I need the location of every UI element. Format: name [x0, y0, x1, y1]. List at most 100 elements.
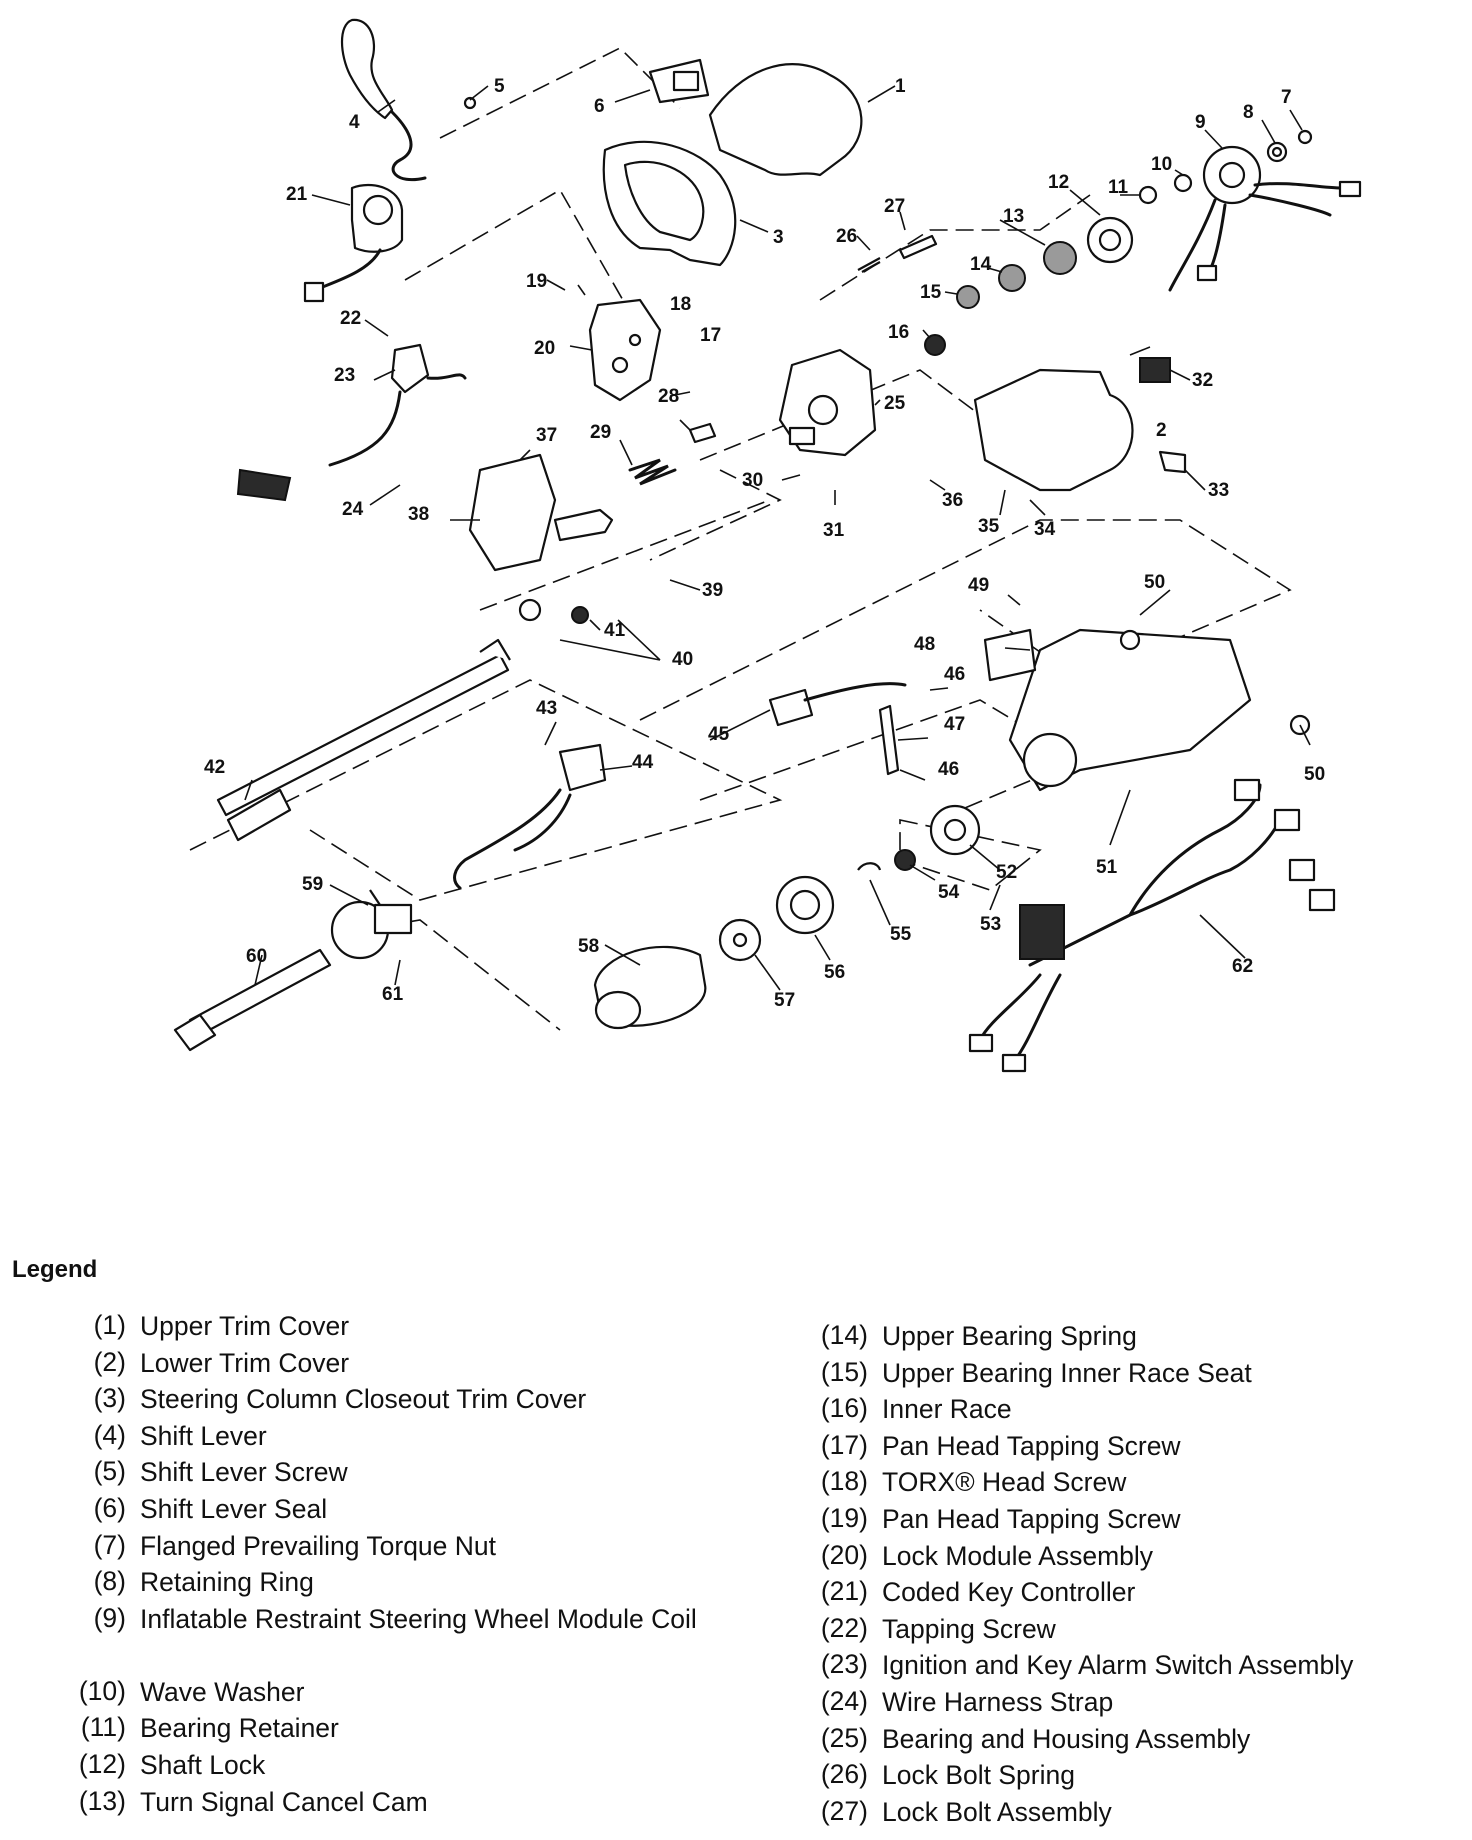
legend-item-number: (11)	[80, 1712, 126, 1743]
legend-item-name: Inner Race	[882, 1394, 1012, 1425]
legend-item-number: (4)	[93, 1419, 126, 1450]
callout-41: 41	[604, 620, 626, 641]
legend-item-name: Wave Washer	[140, 1676, 305, 1707]
callout-14: 14	[970, 254, 992, 275]
callout-17: 17	[700, 325, 721, 346]
legend-item-name: Bearing Retainer	[140, 1713, 339, 1744]
callout-13: 13	[1003, 206, 1024, 227]
callout-58: 58	[578, 936, 599, 957]
legend-item: (9) Inflatable Restraint Steering Wheel M…	[52, 1603, 700, 1676]
legend-item-name: Turn Signal Cancel Cam	[140, 1786, 428, 1817]
legend-item: (25)Bearing and Housing Assembly	[808, 1723, 1442, 1760]
part-upper-trim-cover	[708, 63, 863, 177]
legend-item-name: Shaft Lock	[140, 1749, 266, 1780]
callout-12: 12	[1048, 172, 1069, 193]
callout-24: 24	[342, 499, 364, 520]
legend-item-number: (24)	[820, 1685, 868, 1716]
legend-item-number: (27)	[820, 1795, 868, 1826]
callout-numbers: 1 2 3 4 5 6 7 8 9 10 11 12 13 14 15 16 1…	[204, 76, 1325, 1011]
legend-item-number: (3)	[93, 1383, 126, 1414]
legend-item-number: (14)	[820, 1320, 868, 1350]
legend-item: (16)Inner Race	[808, 1393, 1442, 1430]
legend-item-number: (22)	[820, 1612, 868, 1643]
callout-46b: 46	[938, 759, 959, 780]
legend-item-number: (21)	[820, 1576, 868, 1607]
legend-item: (3) Steering Column Closeout Trim Cover	[52, 1383, 700, 1420]
legend-item-number: (19)	[820, 1502, 868, 1533]
legend-item-number: (2)	[93, 1346, 126, 1377]
legend-item-name: Upper Bearing Inner Race Seat	[882, 1357, 1252, 1388]
legend-item: (27) Lock Bolt Assembly	[808, 1796, 1442, 1833]
callout-40: 40	[672, 649, 693, 670]
part-lock-module	[588, 298, 662, 402]
legend-item-name: TORX® Head Screw	[882, 1467, 1127, 1498]
legend-item-name: Bearing and Housing Assembly	[882, 1723, 1251, 1754]
part-small-clip-32-33	[1139, 357, 1187, 474]
part-bearing-housing	[778, 348, 877, 457]
callout-43: 43	[536, 698, 557, 719]
callout-6: 6	[594, 96, 605, 117]
part-bracket-48	[983, 628, 1037, 682]
callout-47: 47	[944, 714, 965, 735]
legend-item: (18)TORX® Head Screw	[808, 1466, 1442, 1503]
callout-48: 48	[914, 634, 935, 655]
callout-30: 30	[742, 470, 763, 491]
callout-2: 2	[1156, 420, 1167, 441]
callout-8: 8	[1243, 102, 1254, 123]
callout-52: 52	[996, 862, 1017, 883]
legend-item-number: (13)	[78, 1785, 126, 1816]
part-sensor-45	[768, 682, 907, 727]
callout-46a: 46	[944, 664, 965, 685]
legend-item-name: Retaining Ring	[140, 1567, 314, 1598]
callout-44: 44	[632, 752, 654, 773]
legend-item-name: Coded Key Controller	[882, 1577, 1136, 1608]
legend-item-name: Pan Head Tapping Screw	[882, 1503, 1181, 1534]
legend-item: (8)Retaining Ring	[52, 1566, 700, 1603]
callout-16: 16	[888, 322, 909, 343]
callout-59: 59	[302, 874, 323, 895]
part-52-53-54	[857, 804, 981, 871]
legend-item: (11) Bearing Retainer	[52, 1712, 700, 1749]
exploded-parts-diagram: 1 2 3 4 5 6 7 8 9 10 11 12 13 14 15 16 1…	[173, 18, 1362, 1073]
legend-item: (14)Upper Bearing Spring	[808, 1320, 1442, 1357]
legend-item-name: Upper Trim Cover	[140, 1311, 350, 1341]
part-56-57-58	[593, 875, 835, 1030]
legend-item-number: (5)	[93, 1456, 126, 1487]
callout-45: 45	[708, 724, 730, 745]
legend-item-number: (9)	[93, 1602, 126, 1633]
callout-23: 23	[334, 365, 355, 386]
legend-item: (17)Pan Head Tapping Screw	[808, 1430, 1442, 1467]
callout-19: 19	[526, 271, 547, 292]
callout-25: 25	[884, 393, 906, 414]
callout-54: 54	[938, 882, 960, 903]
legend-item-name: Lock Bolt Assembly	[882, 1796, 1112, 1827]
callout-5: 5	[494, 76, 505, 97]
part-sensor-44	[453, 743, 607, 890]
legend-item: (12) Shaft Lock	[52, 1749, 700, 1786]
legend-item-name: Steering Column Closeout Trim Cover	[140, 1384, 587, 1415]
legend-item: (1) Upper Trim Cover	[52, 1310, 700, 1347]
legend-item: (13) Turn Signal Cancel Cam	[52, 1786, 700, 1823]
legend-item-number: (12)	[78, 1748, 126, 1779]
part-lower-trim-cover	[973, 368, 1134, 492]
legend-item-name: Tapping Screw	[882, 1613, 1056, 1644]
part-rings-7-to-16	[924, 129, 1313, 356]
part-shaft-42	[216, 598, 589, 842]
part-harness-62	[968, 778, 1336, 1073]
legend-item: (21) Coded Key Controller	[808, 1576, 1442, 1613]
legend-item-name: Ignition and Key Alarm Switch Assembly	[882, 1650, 1354, 1681]
legend-left-column: (1)Upper Trim Cover(2)Lower Trim Cover(3…	[52, 1310, 700, 1822]
callout-56: 56	[824, 962, 845, 983]
callout-35: 35	[978, 516, 1000, 537]
legend-item-name: Inflatable Restraint Steering Wheel Modu…	[140, 1603, 697, 1634]
legend-item-number: (10)	[78, 1675, 126, 1706]
legend-right-column: (14)Upper Bearing Spring(15)Upper Bearin…	[808, 1320, 1442, 1832]
legend-item-number: (1)	[93, 1310, 126, 1340]
callout-61: 61	[382, 984, 404, 1005]
callout-38: 38	[408, 504, 429, 525]
legend-item: (24)Wire Harness Strap	[808, 1686, 1442, 1723]
callout-57: 57	[774, 990, 795, 1011]
legend-item-name: Pan Head Tapping Screw	[882, 1430, 1181, 1461]
part-shift-lever-seal	[648, 58, 710, 104]
callout-26: 26	[836, 226, 857, 247]
